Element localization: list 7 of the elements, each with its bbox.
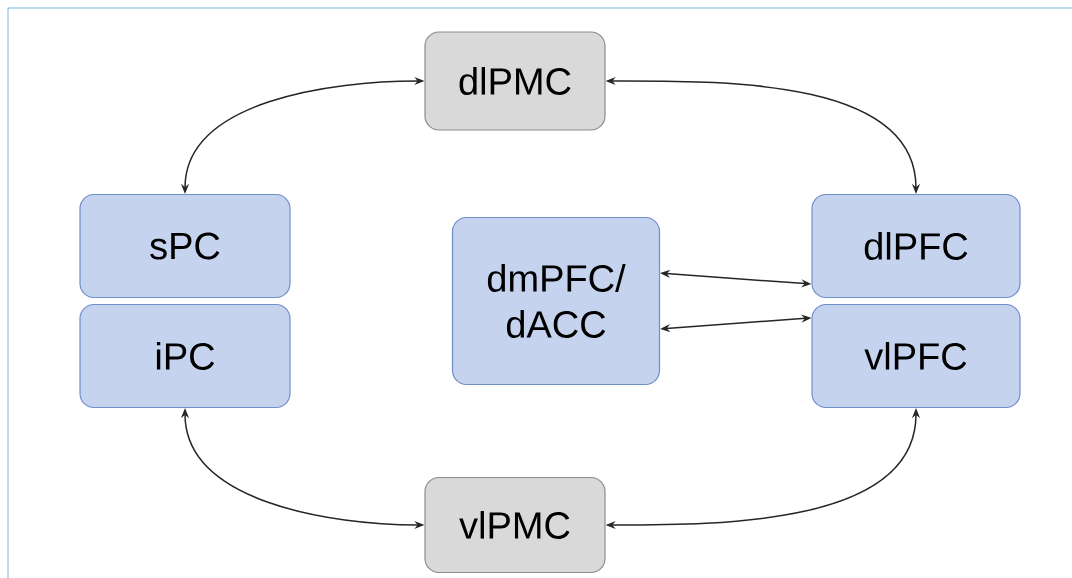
region-box: dmPFC/ dACC [451,216,661,386]
region-box: vlPFC [811,303,1021,409]
region-box: dlPMC [424,31,606,131]
region-box: iPC [79,303,291,409]
region-box: vlPMC [424,476,606,574]
region-box: sPC [79,193,291,299]
region-box: dlPFC [811,193,1021,299]
